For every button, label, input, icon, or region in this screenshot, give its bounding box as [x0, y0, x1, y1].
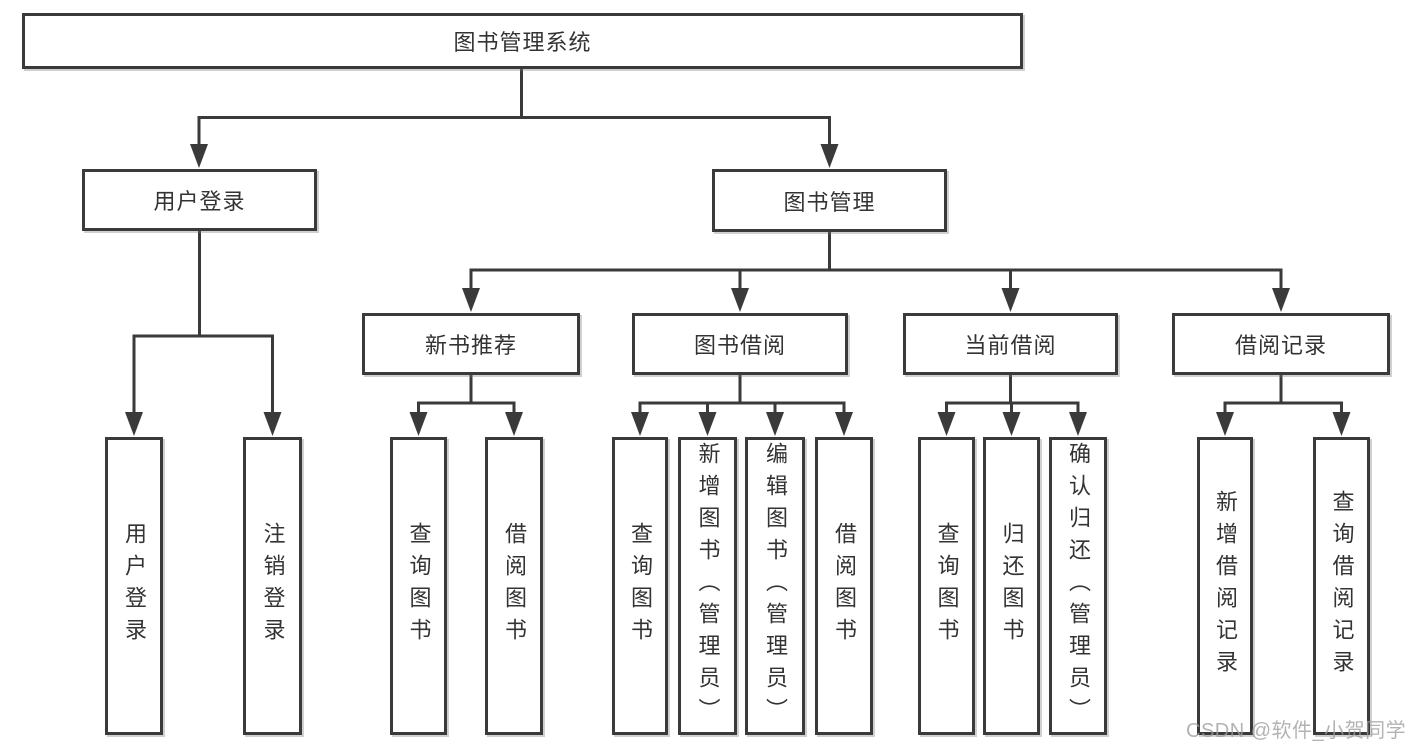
leaf-borrow-books-label: 借阅图书 — [832, 522, 857, 650]
leaf-return-books: 归还图书 — [983, 437, 1040, 735]
node-new-book-recommend: 新书推荐 — [362, 313, 580, 375]
node-borrow-records-label: 借阅记录 — [1234, 333, 1327, 358]
leaf-query-books-borrow: 查询图书 — [612, 437, 668, 735]
leaf-add-book-admin-label: 新增图书（管理员） — [695, 442, 721, 730]
leaf-add-borrow-record: 新增借阅记录 — [1197, 437, 1253, 735]
node-root-label: 图书管理系统 — [453, 30, 592, 55]
leaf-borrow-books: 借阅图书 — [815, 437, 873, 735]
leaf-add-borrow-record-label: 新增借阅记录 — [1213, 490, 1238, 682]
csdn-watermark: CSDN @软件_小贺同学 — [1186, 720, 1405, 742]
node-user-login-label: 用户登录 — [153, 189, 246, 214]
node-user-login: 用户登录 — [82, 169, 317, 231]
leaf-query-books-recommend-label: 查询图书 — [406, 522, 432, 650]
node-book-borrow-label: 图书借阅 — [693, 333, 786, 358]
leaf-edit-book-admin: 编辑图书（管理员） — [745, 437, 805, 735]
node-book-borrow: 图书借阅 — [632, 313, 848, 375]
leaf-query-borrow-record-label: 查询借阅记录 — [1329, 490, 1355, 682]
leaf-query-borrow-record: 查询借阅记录 — [1313, 437, 1370, 735]
leaf-confirm-return-admin-label: 确认归还（管理员） — [1066, 442, 1091, 730]
node-current-borrow: 当前借阅 — [903, 313, 1118, 375]
leaf-user-login-label: 用户登录 — [122, 522, 147, 650]
leaf-user-login: 用户登录 — [105, 437, 163, 735]
leaf-logout: 注销登录 — [243, 437, 302, 735]
leaf-borrow-books-recommend: 借阅图书 — [485, 437, 543, 735]
node-borrow-records: 借阅记录 — [1172, 313, 1390, 375]
leaf-query-books-recommend: 查询图书 — [390, 437, 447, 735]
node-new-book-recommend-label: 新书推荐 — [424, 333, 517, 358]
node-current-borrow-label: 当前借阅 — [964, 333, 1057, 358]
node-book-management: 图书管理 — [712, 169, 947, 232]
node-root: 图书管理系统 — [22, 13, 1023, 69]
leaf-query-books-current: 查询图书 — [918, 437, 975, 735]
leaf-query-books-borrow-label: 查询图书 — [628, 522, 653, 650]
leaf-borrow-books-recommend-label: 借阅图书 — [502, 522, 527, 650]
leaf-logout-label: 注销登录 — [260, 522, 286, 650]
leaf-add-book-admin: 新增图书（管理员） — [678, 437, 737, 735]
leaf-return-books-label: 归还图书 — [999, 522, 1025, 650]
leaf-query-books-current-label: 查询图书 — [934, 522, 960, 650]
leaf-confirm-return-admin: 确认归还（管理员） — [1049, 437, 1107, 735]
leaf-edit-book-admin-label: 编辑图书（管理员） — [763, 442, 788, 730]
node-book-management-label: 图书管理 — [783, 189, 876, 215]
